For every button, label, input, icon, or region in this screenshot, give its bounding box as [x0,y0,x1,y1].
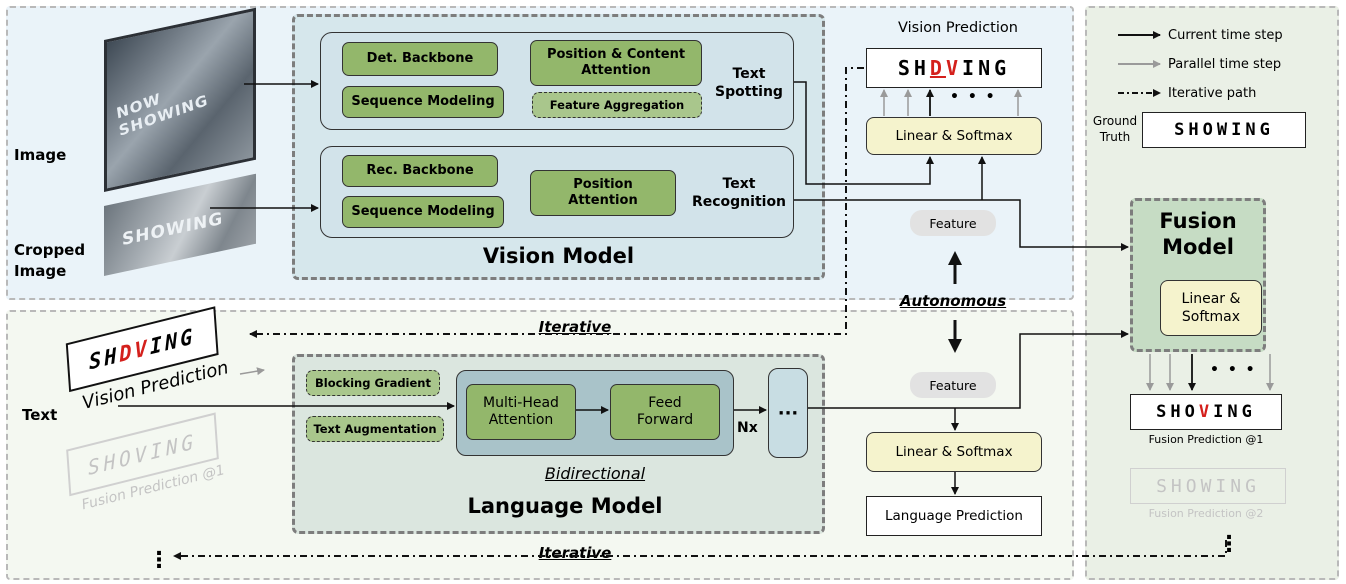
ground-truth-box: SHOWING [1142,112,1306,148]
rec-backbone-box: Rec. Backbone [342,155,498,187]
text-label: Text [22,406,58,424]
legend-current: Current time step [1168,28,1283,43]
pa-line1: Position [573,176,633,192]
vp-char-1: H [913,56,930,80]
sequence-modeling-box-2: Sequence Modeling [342,196,504,228]
multi-head-attention-box: Multi-Head Attention [466,384,576,440]
image-label: Image [14,146,67,164]
fusion-title-line1: Fusion [1159,209,1237,233]
position-content-attention-box: Position & Content Attention [530,40,702,86]
cropped-label-line1: Cropped [14,241,86,259]
legend-parallel: Parallel time step [1168,57,1282,72]
fusion-linear-softmax: Linear & Softmax [1160,280,1262,336]
vision-model-title: Vision Model [482,244,635,268]
fusion-dots: • • • [1210,362,1257,378]
fusion-prediction-2-box: SHOWING [1130,468,1286,504]
iterative-label-top: Iterative [510,318,640,336]
fp-char-6: G [1241,402,1256,422]
mha-line1: Multi-Head [483,394,559,411]
image-sign-text: NOW SHOWING [115,89,210,140]
fp-char-0: S [1156,402,1171,422]
spotting-label-line2: Spotting [715,83,783,100]
vp-char-3: V [945,56,963,80]
cropped-label-line2: Image [14,262,67,280]
vp-char-6: G [994,56,1011,80]
sequence-modeling-box: Sequence Modeling [342,86,504,118]
vision-prediction-title: Vision Prediction [898,20,1018,36]
left-vertical-dots: ⋮ [148,548,170,573]
vp-char-4: I [962,56,979,80]
vp-char-2: D [929,56,946,80]
fusion-model-title: Fusion Model [1130,208,1266,261]
vision-prediction-box: S H D V I N G [866,48,1042,88]
fusion-prediction-1-caption: Fusion Prediction @1 [1148,433,1264,446]
legend-iterative: Iterative path [1168,86,1257,101]
nx-label: Nx [737,420,758,436]
fp-char-3: V [1198,402,1214,422]
cropped-sign-text: SHOWING [122,208,224,251]
gt-line2: Truth [1099,129,1131,144]
mha-line2: Attention [488,412,554,428]
bidirectional-label: Bidirectional [544,464,646,483]
position-attention-box: Position Attention [530,170,676,216]
cropped-image-label: Cropped Image [14,240,94,282]
fusion-vertical-dots: ⋮ [1218,532,1240,557]
recognition-label-line1: Text [722,176,756,192]
pa-line2: Attention [568,193,638,208]
ground-truth-label: Ground Truth [1092,114,1138,145]
fusion-title-line2: Model [1162,235,1234,260]
gt-line1: Ground [1092,114,1138,128]
fusion-prediction-1-box: S H O V I N G [1130,394,1282,430]
vp-char-5: N [978,56,995,80]
text-augmentation-box: Text Augmentation [306,416,444,442]
language-linear-softmax: Linear & Softmax [866,432,1042,472]
ff-line1: Feed [648,394,682,411]
det-backbone-box: Det. Backbone [342,42,498,76]
blocking-gradient-box: Blocking Gradient [306,370,440,396]
fp-char-2: O [1184,402,1199,422]
vision-feature-pill: Feature [910,210,996,236]
text-recognition-label: Text Recognition [686,176,792,211]
iterative-label-bottom: Iterative [510,544,640,562]
vision-dots: • • • [950,89,997,105]
language-feature-pill: Feature [910,372,996,398]
fls-line1: Linear & [1181,290,1241,307]
fp-char-1: H [1170,402,1185,422]
fp-char-4: I [1213,402,1228,422]
feed-forward-box: Feed Forward [610,384,720,440]
fls-line2: Softmax [1181,309,1241,325]
recognition-label-line2: Recognition [691,193,787,210]
language-prediction-box: Language Prediction [866,496,1042,536]
autonomous-label: Autonomous [899,292,1007,310]
fp-char-5: N [1227,402,1242,422]
text-spotting-label: Text Spotting [704,66,794,101]
spotting-label-line1: Text [732,66,766,82]
vision-linear-softmax: Linear & Softmax [866,117,1042,155]
ff-line2: Forward [636,412,694,428]
feature-aggregation-box: Feature Aggregation [532,92,702,118]
pca-line1: Position & Content [546,46,686,62]
fusion-prediction-2-caption: Fusion Prediction @2 [1148,507,1264,520]
input-image-photo: NOW SHOWING [104,7,256,192]
pca-line2: Attention [581,63,651,78]
stacked-layers-box: ··· [768,368,808,458]
language-model-title: Language Model [467,494,663,518]
vp-char-0: S [897,56,914,80]
